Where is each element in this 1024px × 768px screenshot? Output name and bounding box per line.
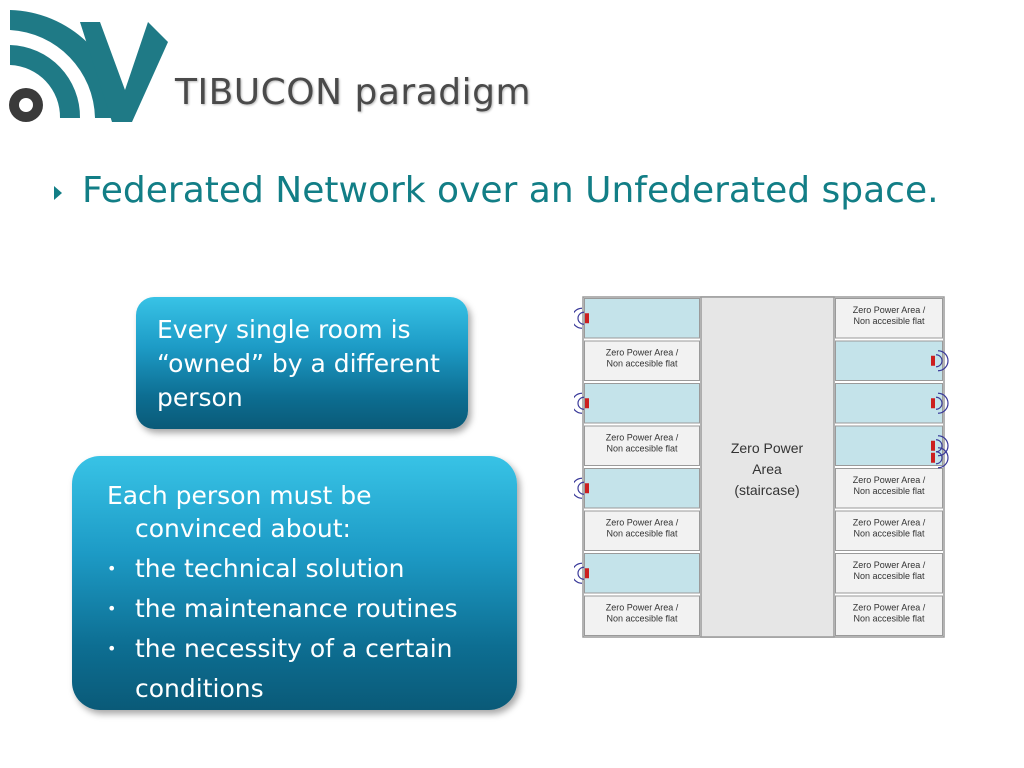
zero-power-flat-label: Zero Power Area /Non accesible flat — [853, 518, 926, 539]
slide-headline: Federated Network over an Unfederated sp… — [82, 170, 939, 211]
zero-power-flat — [835, 595, 943, 636]
zero-power-flat — [584, 595, 700, 636]
callout-line: “owned” by a different — [157, 349, 440, 378]
signal-wave-icon — [574, 477, 583, 499]
signal-wave-icon — [577, 396, 585, 410]
signal-wave-icon — [574, 562, 583, 584]
sensor-node-icon — [931, 398, 935, 409]
signal-wave-icon — [937, 350, 949, 372]
sensor-node-icon — [585, 398, 589, 409]
list-item-text: the technical solution — [135, 554, 405, 583]
callout-lead-line: Each person must be — [107, 481, 372, 510]
apartment-room — [584, 383, 700, 424]
zero-power-flat — [835, 468, 943, 509]
list-item: • the maintenance routines — [107, 589, 507, 629]
signal-wave-icon — [577, 311, 585, 325]
list-item-text: conditions — [135, 674, 264, 703]
apartment-room — [584, 298, 700, 339]
signal-wave-icon — [577, 566, 585, 580]
list-item: • the necessity of a certain — [107, 629, 507, 669]
zero-power-flat — [835, 553, 943, 594]
sensor-node-icon — [931, 440, 935, 451]
staircase-area — [700, 296, 835, 638]
conviction-callout: Each person must be convinced about: • th… — [72, 456, 517, 710]
signal-wave-icon — [577, 481, 585, 495]
bullet-dot-icon: • — [107, 599, 117, 618]
sensor-node-icon — [585, 483, 589, 494]
apartment-room — [835, 383, 943, 424]
sensor-node-icon — [931, 355, 935, 366]
zero-power-flat — [584, 425, 700, 466]
callout-bullet-list: • the technical solution • the maintenance… — [107, 549, 507, 706]
signal-wave-icon — [574, 307, 583, 329]
zero-power-flat-label: Zero Power Area /Non accesible flat — [606, 433, 679, 454]
callout-lead-line: convinced about: — [135, 514, 351, 543]
apartment-room — [584, 553, 700, 594]
slide-title: TIBUCON paradigm — [175, 72, 532, 113]
signal-wave-icon — [937, 447, 949, 469]
apartment-room — [835, 340, 943, 381]
signal-wave-icon — [574, 392, 583, 414]
callout-lead: Each person must be convinced about: — [107, 479, 507, 545]
sensor-node-icon — [585, 313, 589, 324]
zero-power-flat-label: Zero Power Area /Non accesible flat — [606, 348, 679, 369]
zero-power-flat-label: Zero Power Area /Non accesible flat — [853, 475, 926, 496]
list-item-text: the maintenance routines — [135, 594, 458, 623]
zero-power-flat — [584, 340, 700, 381]
zero-power-flat-label: Zero Power Area /Non accesible flat — [853, 305, 926, 326]
list-item-continuation: conditions — [107, 669, 507, 706]
sensor-node-icon — [585, 568, 589, 579]
signal-wave-icon — [935, 451, 943, 465]
sensor-node-icon — [931, 452, 935, 463]
logo-wave-arcs — [10, 10, 122, 118]
logo-v-mark — [80, 22, 168, 122]
apartment-room — [835, 425, 943, 466]
bullet-dot-icon: • — [107, 559, 117, 578]
logo-dot-hole — [19, 98, 33, 112]
zero-power-flat-label: Zero Power Area /Non accesible flat — [853, 560, 926, 581]
zero-power-flat — [584, 510, 700, 551]
callout-line: Every single room is — [157, 315, 411, 344]
zero-power-flat-label: Zero Power Area /Non accesible flat — [853, 603, 926, 624]
bullet-arrow-icon — [54, 186, 62, 200]
signal-wave-icon — [935, 396, 943, 410]
zero-power-flat-label: Zero Power Area /Non accesible flat — [606, 603, 679, 624]
callout-line: person — [157, 383, 243, 412]
zero-power-flat — [835, 298, 943, 339]
list-item-text: the necessity of a certain — [135, 634, 453, 663]
tibucon-logo — [9, 10, 168, 122]
ownership-callout: Every single room is “owned” by a differ… — [136, 297, 468, 429]
zero-power-flat-label: Zero Power Area /Non accesible flat — [606, 518, 679, 539]
signal-wave-icon — [937, 392, 949, 414]
list-item: • the technical solution — [107, 549, 507, 589]
signal-wave-icon — [935, 354, 943, 368]
apartment-room — [584, 468, 700, 509]
zero-power-flat — [835, 510, 943, 551]
bullet-dot-icon: • — [107, 639, 117, 658]
